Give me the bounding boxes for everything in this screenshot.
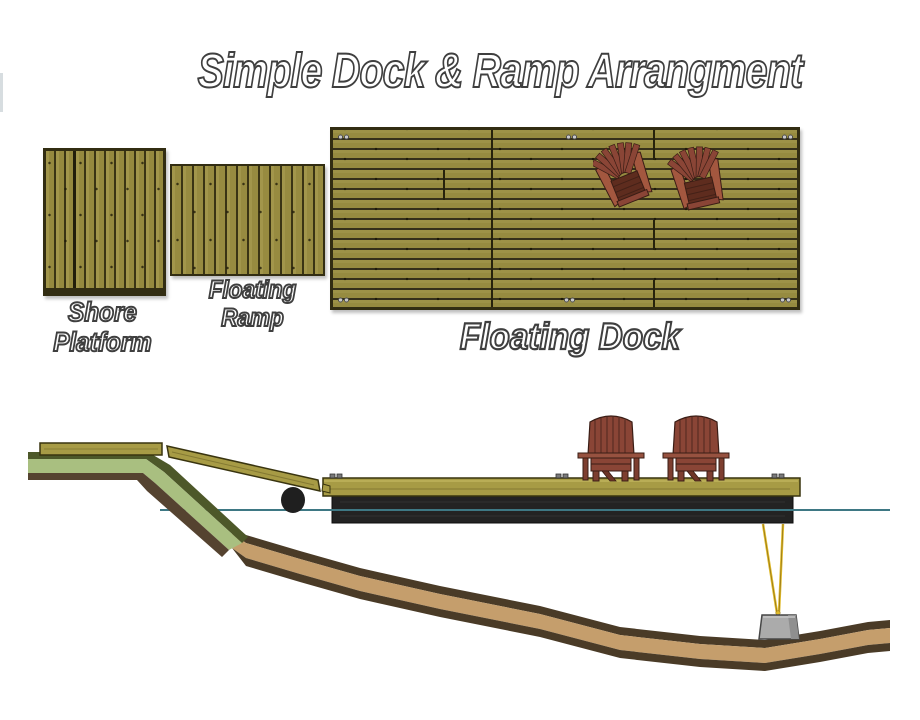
floating-ramp-side (166, 445, 331, 494)
adirondack-chair-side-view (662, 415, 730, 482)
adirondack-chair-top-view (667, 146, 724, 211)
corner-bolt-icon (565, 134, 578, 140)
hinge-hardware-icon (329, 473, 785, 479)
corner-bolt-icon (563, 297, 576, 303)
shore-platform-label: Shore Platform (52, 296, 152, 358)
dock-plank-seam (653, 280, 655, 307)
page-title: Simple Dock & Ramp Arrangment (197, 44, 804, 99)
shore-platform-side (39, 442, 163, 456)
corner-bolt-icon (781, 134, 794, 140)
corner-bolt-icon (337, 134, 350, 140)
floating-ramp-plan (170, 164, 325, 276)
dock-plank-seam (653, 220, 655, 250)
grass-bank (28, 452, 248, 557)
shore-platform-plan (43, 148, 166, 296)
dock-center-seam (491, 130, 493, 307)
mooring-ropes (761, 523, 785, 616)
side-section-view (28, 415, 890, 671)
floating-ramp-label: Floating Ramp (208, 275, 297, 333)
floating-dock-plan (330, 127, 800, 310)
corner-bolt-icon (779, 297, 792, 303)
plank-seam (73, 151, 76, 288)
lake-bed (232, 525, 890, 671)
anchor-block (758, 614, 800, 640)
dock-plank-seam (443, 170, 445, 200)
corner-bolt-icon (337, 297, 350, 303)
floating-dock-label: Floating Dock (459, 315, 681, 358)
adirondack-chair-side-view (577, 415, 645, 482)
left-edge-artifact (0, 73, 3, 112)
dock-plank-seam (653, 130, 655, 160)
dock-deck-side (322, 477, 801, 497)
roller-float (281, 487, 305, 513)
adirondack-chair-top-view (593, 142, 653, 208)
